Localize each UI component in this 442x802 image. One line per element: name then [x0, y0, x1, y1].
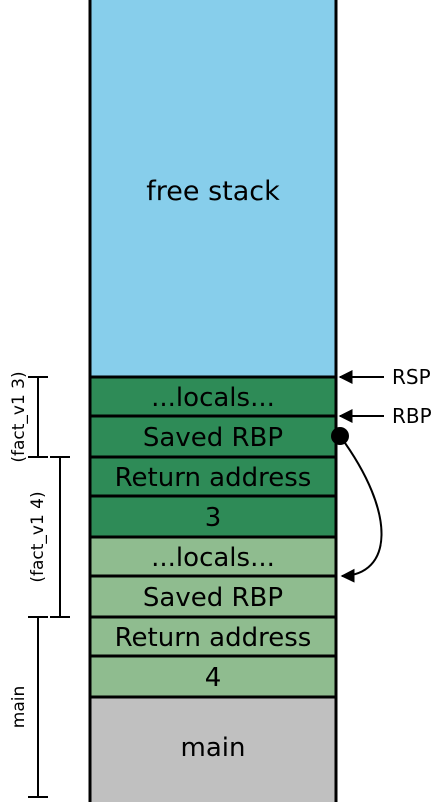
- stack-cell-saved-rbp-top: [90, 416, 336, 457]
- stack-cell-locals-middle: [90, 537, 336, 576]
- stack-cell-saved-rbp-middle-label: Saved RBP: [143, 583, 283, 613]
- stack-cell-saved-rbp-middle: [90, 576, 336, 617]
- stack-cell-locals-top-label: ...locals...: [151, 383, 275, 413]
- rbp-label: RBP: [392, 404, 432, 428]
- stack-cell-locals-middle-label: ...locals...: [151, 543, 275, 573]
- stack-cells: ...locals... Saved RBP Return address 3 …: [90, 377, 336, 697]
- stack-cell-arg-4-label: 4: [205, 663, 222, 693]
- rsp-label: RSP: [392, 365, 431, 389]
- main-region: [90, 697, 336, 802]
- free-stack-region: [90, 0, 336, 377]
- rsp-pointer: RSP: [338, 365, 431, 389]
- stack-cell-arg-4: [90, 656, 336, 697]
- saved-rbp-curve-arrow: [339, 435, 383, 583]
- stack-cell-return-address-middle-label: Return address: [115, 623, 312, 653]
- stack-cell-return-address-top: [90, 457, 336, 496]
- frame-label-main: main: [9, 686, 29, 728]
- rbp-pointer: RBP: [338, 404, 432, 428]
- stack-cell-saved-rbp-top-label: Saved RBP: [143, 423, 283, 453]
- saved-rbp-link: [331, 427, 383, 583]
- stack-cell-locals-top: [90, 377, 336, 416]
- frame-label-fact-v1-3: (fact_v1 3): [9, 371, 29, 462]
- frame-label-fact-v1-4: (fact_v1 4): [28, 491, 48, 582]
- stack-borders: [88, 0, 338, 802]
- frame-brackets: [28, 376, 70, 798]
- main-region-label: main: [181, 733, 246, 763]
- free-stack-label: free stack: [146, 176, 280, 207]
- stack-cell-return-address-middle: [90, 617, 336, 656]
- stack-cell-arg-3: [90, 496, 336, 537]
- stack-cell-return-address-top-label: Return address: [115, 463, 312, 493]
- stack-cell-arg-3-label: 3: [205, 503, 222, 533]
